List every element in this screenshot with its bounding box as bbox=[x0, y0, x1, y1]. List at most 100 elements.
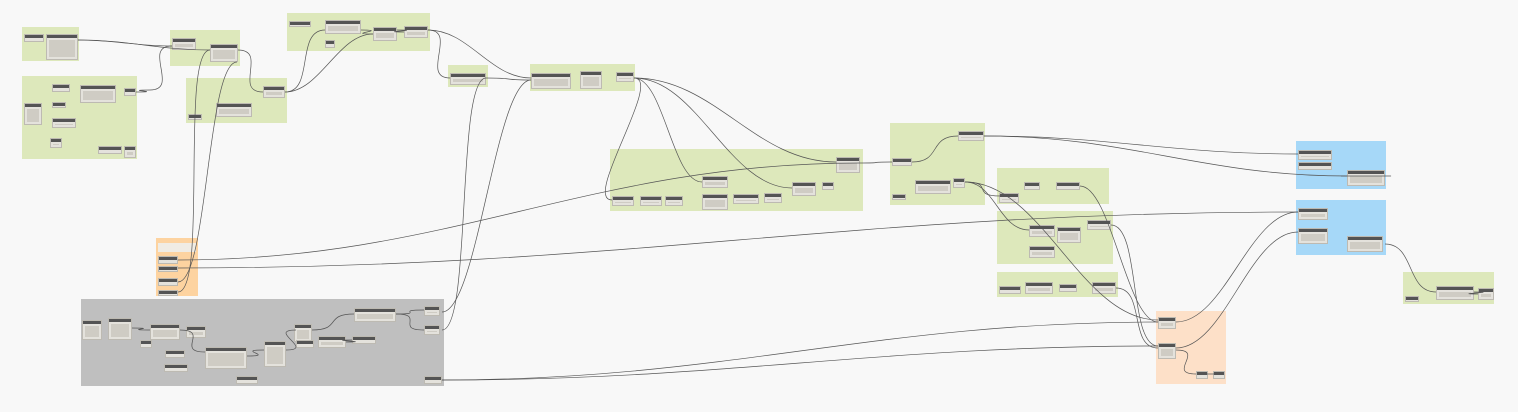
node-header[interactable] bbox=[25, 35, 43, 38]
graph-node[interactable] bbox=[1298, 162, 1332, 170]
node-header[interactable] bbox=[53, 103, 65, 106]
graph-node[interactable] bbox=[612, 196, 634, 206]
node-header[interactable] bbox=[159, 257, 177, 260]
node-header[interactable] bbox=[99, 147, 121, 150]
node-header[interactable] bbox=[211, 45, 237, 48]
graph-node[interactable] bbox=[165, 350, 185, 358]
connector-wire[interactable] bbox=[177, 211, 1299, 269]
graph-node[interactable] bbox=[186, 326, 206, 338]
node-header[interactable] bbox=[1060, 285, 1076, 288]
connector-wire[interactable] bbox=[1384, 243, 1437, 293]
graph-node[interactable] bbox=[164, 364, 188, 372]
node-header[interactable] bbox=[159, 267, 177, 270]
connector-wire[interactable] bbox=[149, 45, 173, 91]
node-header[interactable] bbox=[1299, 151, 1331, 154]
graph-node[interactable] bbox=[236, 376, 258, 384]
node-header[interactable] bbox=[151, 325, 179, 328]
connector-wire[interactable] bbox=[911, 135, 959, 163]
node-header[interactable] bbox=[1026, 283, 1052, 286]
graph-node[interactable] bbox=[1298, 208, 1328, 220]
node-header[interactable] bbox=[734, 195, 758, 198]
graph-node[interactable] bbox=[325, 40, 335, 48]
graph-node[interactable] bbox=[531, 73, 571, 89]
graph-node[interactable] bbox=[953, 178, 965, 188]
node-header[interactable] bbox=[217, 104, 251, 107]
node-header[interactable] bbox=[290, 22, 310, 25]
node-header[interactable] bbox=[765, 194, 781, 197]
node-header[interactable] bbox=[159, 291, 177, 294]
graph-node[interactable] bbox=[210, 44, 238, 62]
graph-node[interactable] bbox=[665, 196, 683, 206]
connector-wire[interactable] bbox=[395, 309, 425, 315]
connector-wire[interactable] bbox=[311, 313, 355, 331]
node-header[interactable] bbox=[353, 337, 375, 340]
graph-node[interactable] bbox=[158, 278, 178, 286]
connector-wire[interactable] bbox=[605, 77, 641, 201]
node-header[interactable] bbox=[53, 85, 69, 88]
graph-node[interactable] bbox=[1087, 220, 1111, 230]
graph-node[interactable] bbox=[1196, 371, 1208, 379]
node-header[interactable] bbox=[319, 337, 345, 340]
connector-wire[interactable] bbox=[1175, 231, 1299, 349]
node-header[interactable] bbox=[1025, 183, 1039, 186]
graph-node[interactable] bbox=[140, 340, 152, 348]
connector-wire[interactable] bbox=[179, 329, 206, 353]
connector-wire[interactable] bbox=[1079, 185, 1159, 323]
node-header[interactable] bbox=[206, 348, 246, 351]
graph-node[interactable] bbox=[52, 84, 70, 92]
node-header[interactable] bbox=[109, 319, 131, 322]
graph-node[interactable] bbox=[1213, 371, 1225, 379]
connector-wire[interactable] bbox=[395, 313, 425, 331]
graph-node[interactable] bbox=[1405, 296, 1419, 302]
node-header[interactable] bbox=[1299, 163, 1331, 166]
graph-node[interactable] bbox=[640, 196, 662, 206]
connector-wire[interactable] bbox=[284, 29, 326, 93]
graph-node[interactable] bbox=[205, 347, 247, 369]
connector-wire[interactable] bbox=[360, 29, 374, 35]
node-header[interactable] bbox=[326, 41, 334, 44]
connector-wire[interactable] bbox=[394, 29, 407, 33]
node-header[interactable] bbox=[295, 325, 311, 328]
graph-node[interactable] bbox=[1347, 236, 1383, 252]
node-header[interactable] bbox=[1093, 283, 1115, 286]
graph-node[interactable] bbox=[158, 290, 178, 296]
graph-node[interactable] bbox=[296, 340, 314, 348]
graph-node[interactable] bbox=[424, 306, 440, 316]
connector-wire[interactable] bbox=[1468, 291, 1484, 295]
node-header[interactable] bbox=[1057, 183, 1079, 186]
graph-node[interactable] bbox=[1029, 225, 1055, 237]
connector-wire[interactable] bbox=[77, 39, 211, 51]
connector-wire[interactable] bbox=[859, 161, 893, 164]
node-header[interactable] bbox=[581, 72, 601, 75]
connector-wire[interactable] bbox=[1175, 349, 1197, 375]
node-header[interactable] bbox=[187, 327, 205, 330]
node-header[interactable] bbox=[613, 197, 633, 200]
node-header[interactable] bbox=[166, 351, 184, 354]
graph-node[interactable] bbox=[124, 146, 136, 158]
node-header[interactable] bbox=[165, 365, 187, 368]
graph-node[interactable] bbox=[892, 194, 906, 200]
graph-node[interactable] bbox=[1025, 282, 1053, 294]
node-header[interactable] bbox=[1030, 226, 1054, 229]
node-header[interactable] bbox=[703, 177, 727, 180]
node-header[interactable] bbox=[893, 159, 911, 162]
node-header[interactable] bbox=[237, 377, 257, 380]
graph-node[interactable] bbox=[958, 131, 984, 141]
connector-wire[interactable] bbox=[633, 77, 793, 189]
connector-wire[interactable] bbox=[177, 49, 211, 293]
graph-node[interactable] bbox=[404, 26, 428, 38]
node-header[interactable] bbox=[954, 179, 964, 182]
node-header[interactable] bbox=[666, 197, 682, 200]
graph-node[interactable] bbox=[1298, 228, 1328, 244]
graph-node[interactable] bbox=[352, 336, 376, 344]
graph-node[interactable] bbox=[124, 88, 136, 96]
node-header[interactable] bbox=[823, 183, 833, 186]
node-header[interactable] bbox=[532, 74, 570, 77]
node-header[interactable] bbox=[51, 139, 61, 142]
graph-node[interactable] bbox=[1024, 182, 1040, 190]
node-header[interactable] bbox=[125, 147, 135, 150]
graph-node[interactable] bbox=[1059, 284, 1077, 292]
graph-node[interactable] bbox=[289, 21, 311, 27]
node-header[interactable] bbox=[1159, 344, 1175, 347]
connector-wire[interactable] bbox=[633, 77, 703, 183]
